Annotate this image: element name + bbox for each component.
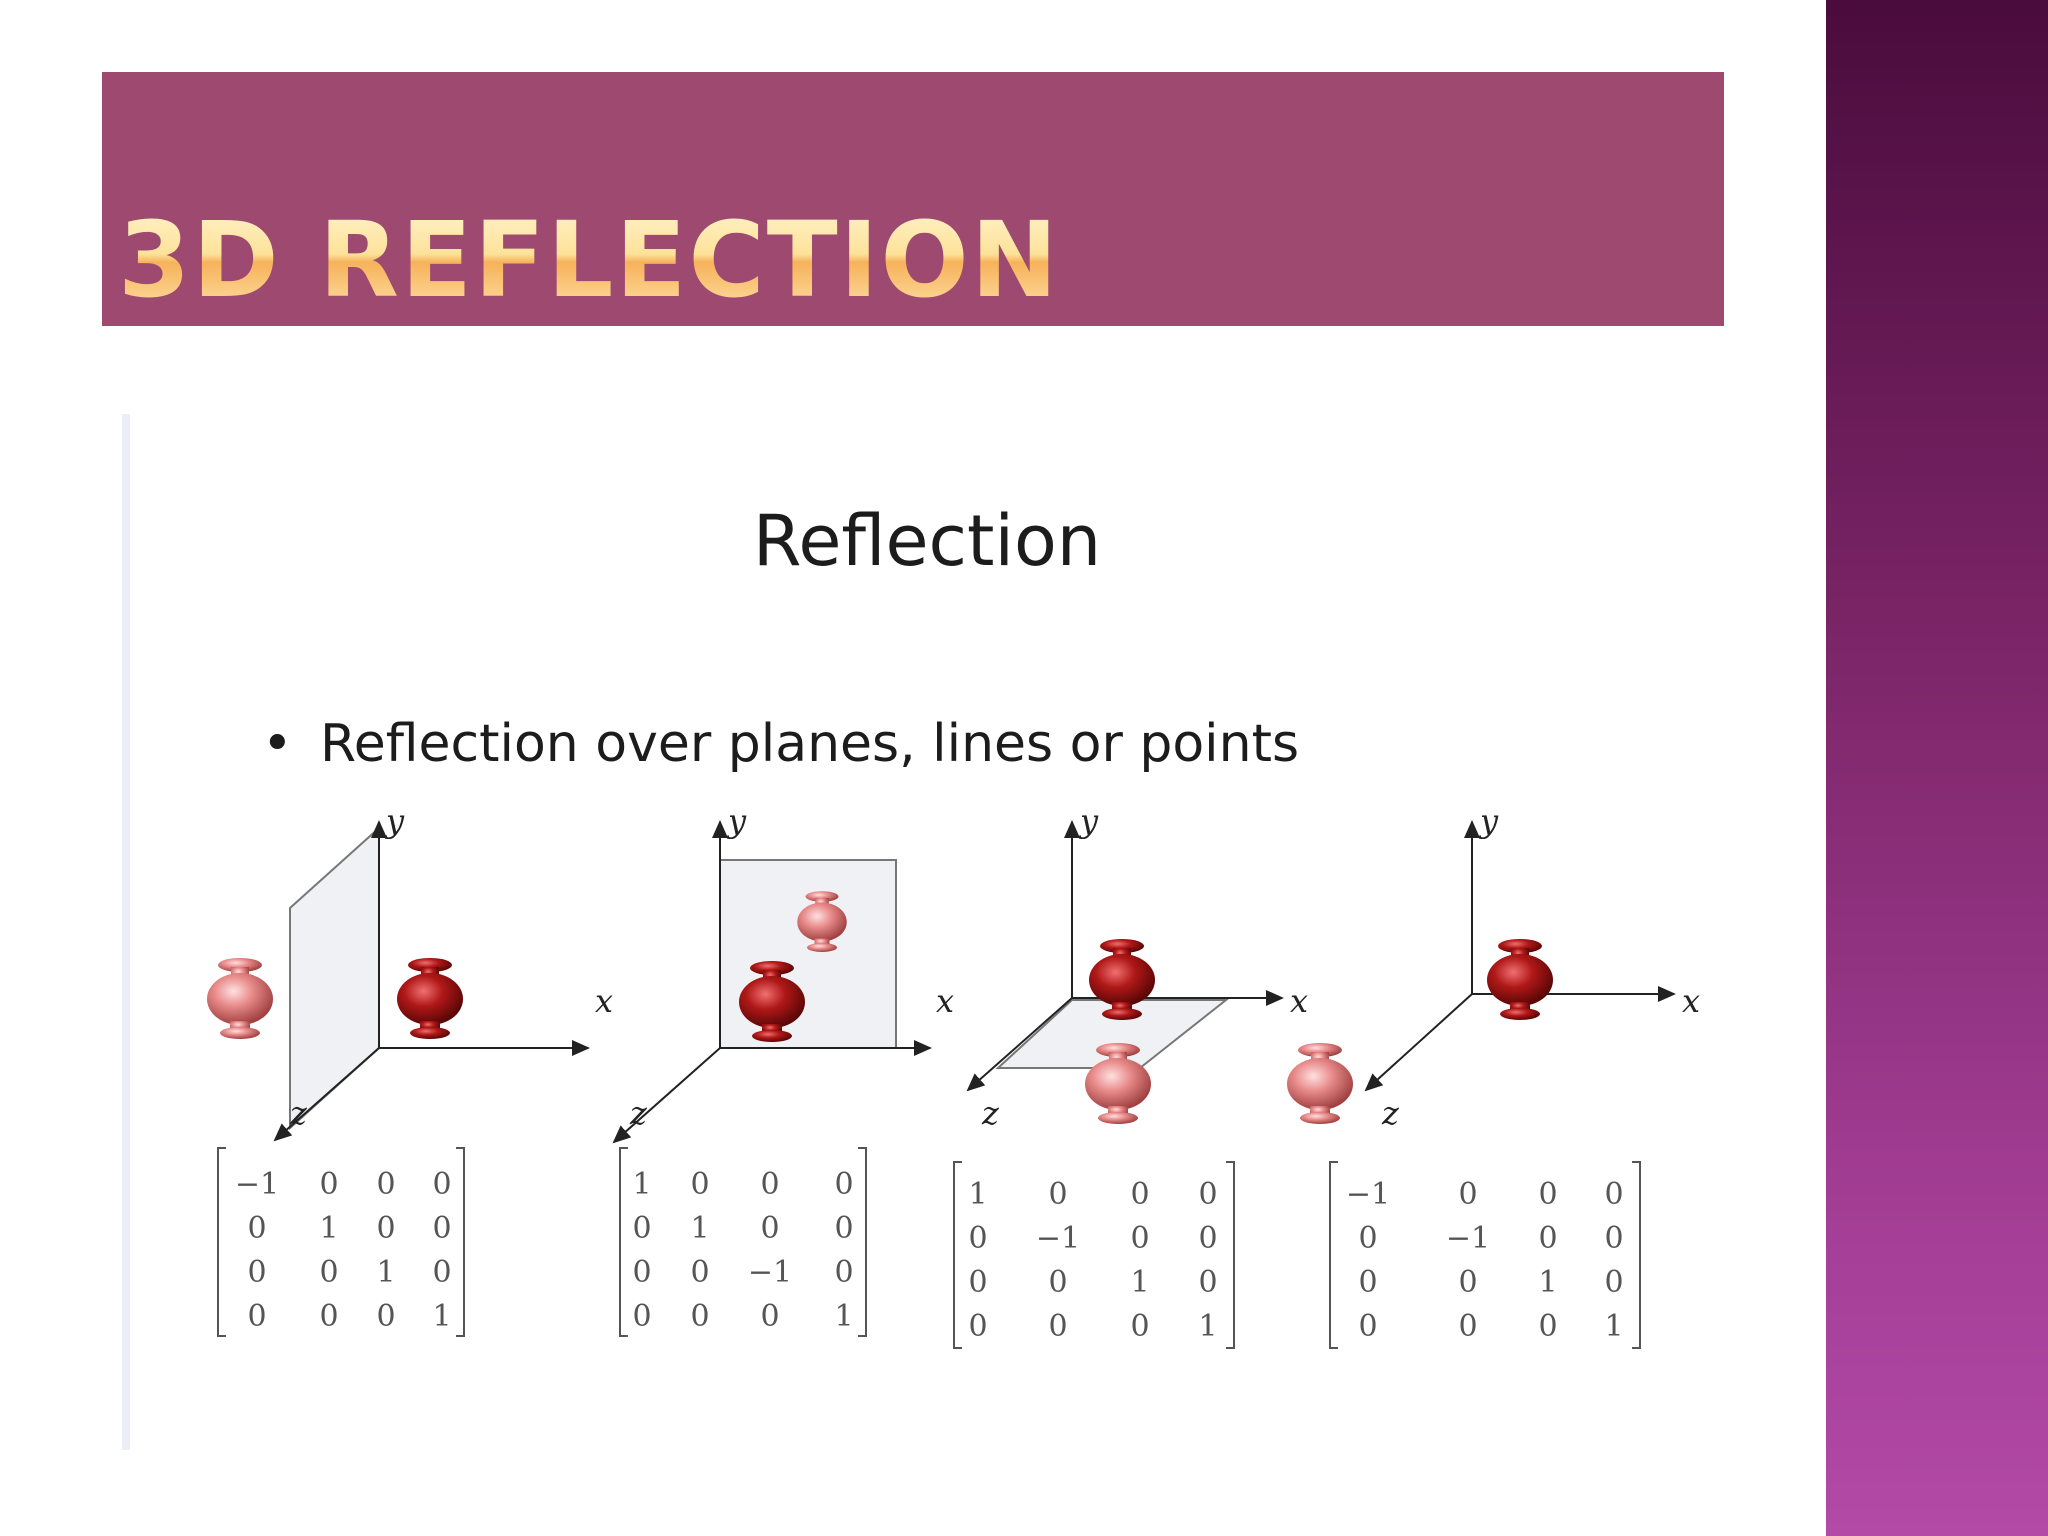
svg-text:1: 1	[1538, 1265, 1557, 1300]
svg-text:0: 0	[376, 1167, 395, 1202]
svg-text:0: 0	[1048, 1265, 1067, 1300]
svg-text:−1: −1	[748, 1255, 792, 1290]
svg-text:0: 0	[376, 1299, 395, 1334]
svg-text:0: 0	[1538, 1177, 1557, 1212]
svg-text:0: 0	[834, 1211, 853, 1246]
svg-text:1: 1	[432, 1299, 451, 1334]
svg-text:1: 1	[632, 1167, 651, 1202]
svg-text:0: 0	[690, 1255, 709, 1290]
svg-text:−1: −1	[1446, 1221, 1490, 1256]
svg-text:0: 0	[1458, 1309, 1477, 1344]
svg-text:1: 1	[376, 1255, 395, 1290]
svg-text:1: 1	[690, 1211, 709, 1246]
axis-label-z-2: z	[629, 1094, 648, 1132]
diagram-xy-plane: y x z	[612, 802, 954, 1144]
svg-text:0: 0	[760, 1211, 779, 1246]
title-bar	[102, 72, 1724, 326]
matrix-3: 1 0 0 0 0 −1 0 0 0 0 1 0 0 0 0 1	[953, 1161, 1235, 1349]
svg-text:1: 1	[1198, 1309, 1217, 1344]
svg-text:1: 1	[968, 1177, 987, 1212]
diagram-yz-plane: y x z	[207, 802, 613, 1142]
svg-text:0: 0	[376, 1211, 395, 1246]
svg-text:0: 0	[432, 1167, 451, 1202]
bullet-icon: •	[262, 714, 293, 774]
axis-label-y-2: y	[726, 802, 747, 840]
svg-text:0: 0	[1130, 1177, 1149, 1212]
axis-label-z-1: z	[289, 1094, 308, 1132]
svg-text:−1: −1	[1036, 1221, 1080, 1256]
axis-label-y-1: y	[384, 802, 405, 840]
axis-label-z-3: z	[981, 1094, 1000, 1132]
svg-text:0: 0	[632, 1255, 651, 1290]
figure-heading: Reflection	[752, 500, 1102, 582]
svg-text:−1: −1	[235, 1167, 279, 1202]
axis-label-y-4: y	[1478, 802, 1499, 840]
axis-label-x-4: x	[1682, 982, 1700, 1020]
svg-text:0: 0	[1198, 1177, 1217, 1212]
svg-text:1: 1	[1604, 1309, 1623, 1344]
axis-label-x-2: x	[936, 982, 954, 1020]
svg-text:1: 1	[1130, 1265, 1149, 1300]
svg-text:0: 0	[1538, 1309, 1557, 1344]
reflection-figure: Reflection • Reflection over planes, line…	[130, 414, 1724, 1450]
svg-text:0: 0	[968, 1265, 987, 1300]
diagram-xz-plane: y x z	[966, 802, 1308, 1132]
svg-text:0: 0	[1604, 1221, 1623, 1256]
svg-text:0: 0	[1048, 1177, 1067, 1212]
reflected-vase-4	[1287, 1043, 1353, 1124]
bullet-text: Reflection over planes, lines or points	[320, 714, 1300, 774]
svg-text:0: 0	[968, 1221, 987, 1256]
svg-text:0: 0	[1198, 1221, 1217, 1256]
svg-text:0: 0	[1358, 1309, 1377, 1344]
svg-text:0: 0	[319, 1255, 338, 1290]
svg-text:0: 0	[690, 1167, 709, 1202]
svg-text:0: 0	[1604, 1265, 1623, 1300]
svg-text:0: 0	[1358, 1221, 1377, 1256]
svg-text:0: 0	[1358, 1265, 1377, 1300]
svg-text:0: 0	[834, 1167, 853, 1202]
svg-text:0: 0	[1198, 1265, 1217, 1300]
figure-bullet: • Reflection over planes, lines or points	[262, 714, 1299, 774]
svg-text:0: 0	[247, 1255, 266, 1290]
original-vase-4	[1487, 939, 1553, 1020]
matrix-1: −1 0 0 0 0 1 0 0 0 0 1 0 0 0 0 1	[217, 1147, 465, 1337]
svg-text:1: 1	[834, 1299, 853, 1334]
svg-text:0: 0	[632, 1299, 651, 1334]
svg-text:0: 0	[1130, 1309, 1149, 1344]
axis-label-x-3: x	[1290, 982, 1308, 1020]
svg-text:0: 0	[1458, 1265, 1477, 1300]
svg-text:0: 0	[1048, 1309, 1067, 1344]
reflected-vase-1	[207, 958, 273, 1039]
svg-text:0: 0	[632, 1211, 651, 1246]
svg-text:0: 0	[760, 1167, 779, 1202]
svg-text:1: 1	[319, 1211, 338, 1246]
svg-text:0: 0	[760, 1299, 779, 1334]
axis-label-y-3: y	[1078, 802, 1099, 840]
svg-text:0: 0	[247, 1211, 266, 1246]
diagram-z-axis: y x z	[1287, 802, 1700, 1132]
matrix-2: 1 0 0 0 0 1 0 0 0 0 −1 0 0 0 0 1	[619, 1147, 867, 1337]
svg-text:0: 0	[1458, 1177, 1477, 1212]
axis-label-x-1: x	[595, 982, 613, 1020]
svg-text:0: 0	[834, 1255, 853, 1290]
svg-text:0: 0	[432, 1211, 451, 1246]
svg-text:0: 0	[1130, 1221, 1149, 1256]
svg-text:0: 0	[432, 1255, 451, 1290]
axis-label-z-4: z	[1381, 1094, 1400, 1132]
reflection-diagrams: y x z y x z y x z	[207, 802, 1700, 1349]
image-left-border	[122, 414, 130, 1450]
original-vase-1	[397, 958, 463, 1039]
svg-text:0: 0	[247, 1299, 266, 1334]
svg-text:0: 0	[690, 1299, 709, 1334]
svg-text:0: 0	[319, 1299, 338, 1334]
right-decorative-band	[1826, 0, 2048, 1536]
svg-text:0: 0	[1604, 1177, 1623, 1212]
svg-text:0: 0	[968, 1309, 987, 1344]
slide-title: 3D REFLECTION	[118, 199, 1060, 321]
matrix-4: −1 0 0 0 0 −1 0 0 0 0 1 0 0 0 0 1	[1329, 1161, 1641, 1349]
svg-text:0: 0	[319, 1167, 338, 1202]
svg-text:−1: −1	[1346, 1177, 1390, 1212]
svg-text:0: 0	[1538, 1221, 1557, 1256]
